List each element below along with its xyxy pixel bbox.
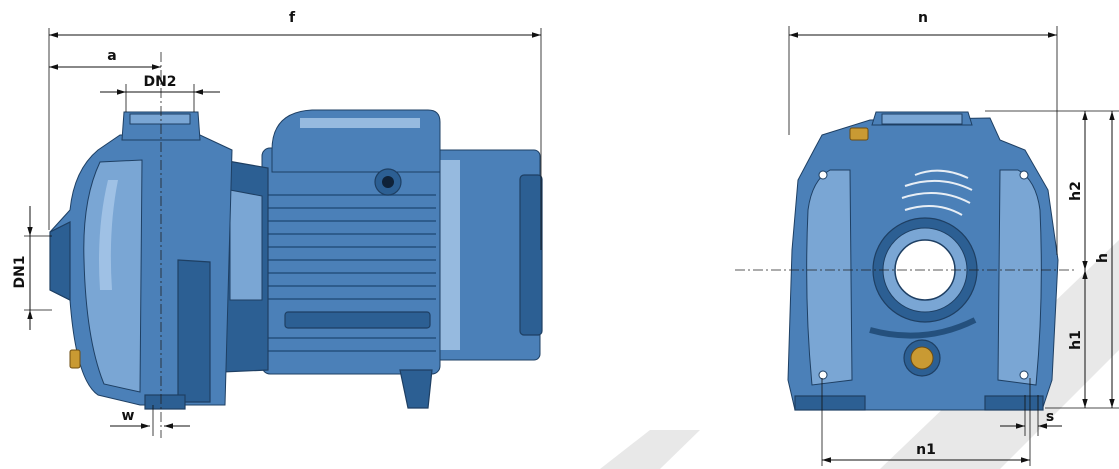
label-h: h bbox=[1095, 253, 1111, 263]
dimension-h: h bbox=[1095, 111, 1115, 408]
dimension-a: a bbox=[49, 48, 161, 70]
label-h2: h2 bbox=[1068, 181, 1084, 201]
label-a: a bbox=[107, 48, 116, 64]
side-view-pump-body bbox=[49, 109, 543, 410]
front-view: n h2 h1 h s bbox=[735, 10, 1119, 466]
dimension-h1: h1 bbox=[1068, 270, 1088, 408]
label-w: w bbox=[122, 408, 135, 424]
label-n1: n1 bbox=[916, 442, 936, 458]
dimension-dn1: DN1 bbox=[12, 206, 52, 330]
label-dn2: DN2 bbox=[143, 74, 176, 90]
front-view-pump-body bbox=[787, 111, 1059, 411]
label-f: f bbox=[289, 10, 296, 26]
motor-cooling-fins bbox=[268, 194, 436, 352]
dimension-h2: h2 bbox=[1068, 111, 1088, 270]
side-view: f a DN2 DN1 w bbox=[12, 10, 543, 438]
label-n: n bbox=[918, 10, 928, 26]
dimension-w: w bbox=[110, 405, 190, 436]
label-s: s bbox=[1046, 409, 1054, 425]
dimension-f: f bbox=[48, 10, 542, 250]
dimension-n1: n1 bbox=[821, 378, 1031, 466]
dimension-s: s bbox=[1000, 395, 1062, 436]
brand-logo-icon bbox=[901, 169, 973, 216]
label-dn1: DN1 bbox=[12, 255, 28, 288]
dimension-n: n bbox=[788, 10, 1058, 255]
dimension-dn2: DN2 bbox=[100, 74, 220, 112]
label-h1: h1 bbox=[1068, 330, 1084, 350]
